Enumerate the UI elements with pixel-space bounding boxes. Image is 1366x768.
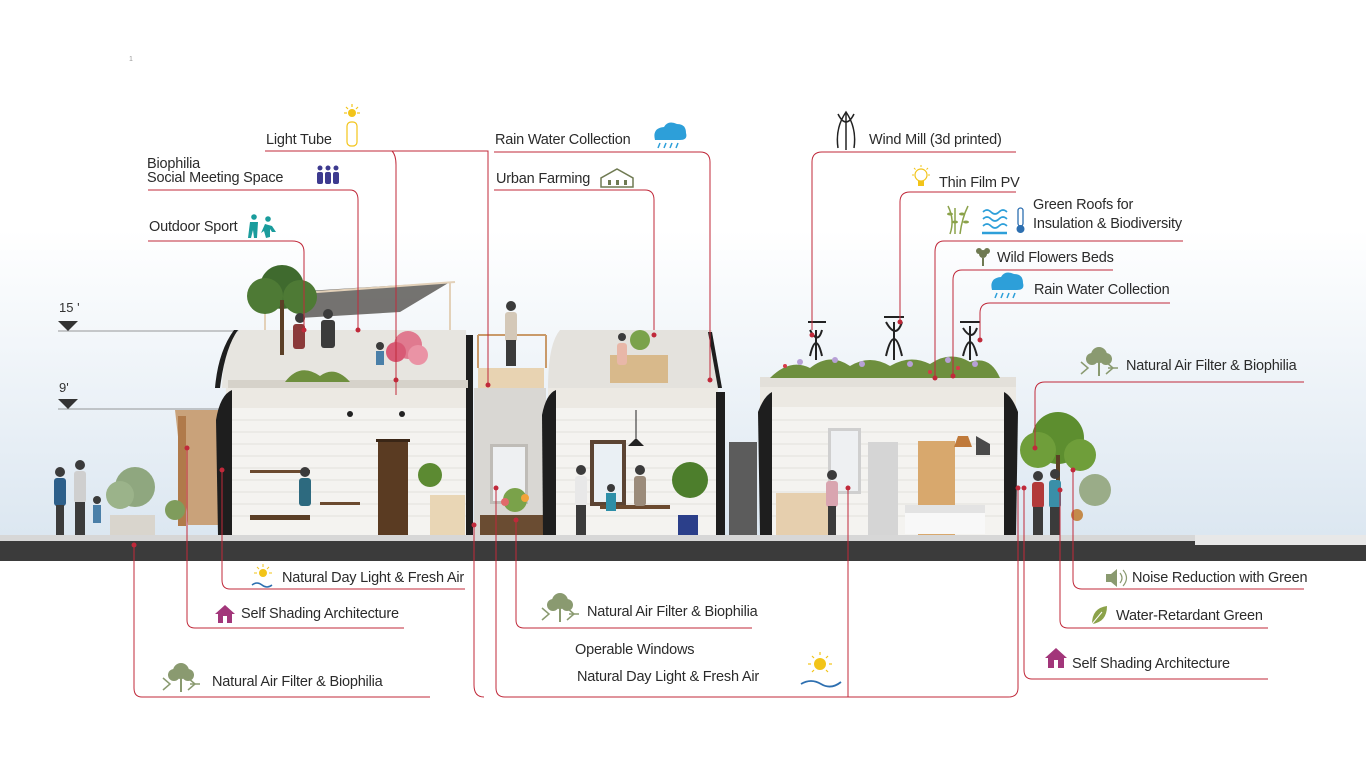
level-marker-15 (58, 321, 262, 332)
air-tree-icon-right (1080, 347, 1118, 376)
leader-air-center (515, 520, 752, 629)
label-noise-reduction: Noise Reduction with Green (1132, 570, 1308, 586)
leader-wild-flowers (952, 269, 1113, 378)
label-green-roofs-1: Green Roofs for (1033, 197, 1134, 213)
label-self-shading-right: Self Shading Architecture (1072, 656, 1230, 672)
leader-outdoor-sport (148, 240, 305, 330)
rain-cloud-icon-right (991, 272, 1024, 299)
rain-cloud-icon-top (654, 122, 687, 149)
page-marker: 1 (129, 56, 133, 63)
label-operable-windows: Operable Windows (575, 642, 695, 658)
label-water-retardant: Water-Retardant Green (1116, 608, 1263, 624)
label-self-shading-left: Self Shading Architecture (241, 606, 399, 622)
leader-shading-left (186, 448, 404, 629)
leader-end-dots (131, 319, 1076, 548)
sport-icon (248, 214, 276, 238)
leader-daylight-center (495, 488, 1019, 698)
leader-rain-top (494, 151, 711, 380)
leader-urban-farming (494, 189, 655, 330)
label-thin-film-pv: Thin Film PV (939, 175, 1020, 191)
heat-waves-icon (982, 209, 1008, 235)
leader-operable-left (473, 525, 485, 698)
greenhouse-icon (600, 168, 634, 188)
leader-daylight-left (221, 470, 465, 590)
label-light-tube: Light Tube (266, 132, 332, 148)
label-rain-water-top: Rain Water Collection (495, 132, 631, 148)
people (54, 301, 1083, 535)
sun-wave-icon-center (800, 652, 842, 688)
air-tree-icon-left (162, 663, 200, 692)
wind-mills (808, 316, 980, 360)
building-right (758, 377, 1018, 535)
label-social-meeting: Social Meeting Space (147, 170, 284, 186)
building-left (215, 330, 473, 535)
planter-plants (285, 330, 708, 535)
wind-mill-icon (836, 110, 856, 150)
leader-green-roofs (934, 240, 1183, 380)
label-outdoor-sport: Outdoor Sport (149, 219, 238, 235)
leader-air-left (133, 545, 430, 698)
bulb-icon (912, 165, 930, 186)
house-icon-right (1045, 648, 1067, 668)
wheat-icon (947, 205, 969, 235)
roof-garden-right (770, 356, 1000, 378)
label-air-filter-left: Natural Air Filter & Biophilia (212, 674, 383, 690)
label-wild-flowers: Wild Flowers Beds (997, 250, 1114, 266)
label-biophilia: Biophilia (147, 156, 201, 172)
sun-wave-icon-left (251, 564, 273, 588)
tree-street-left (106, 467, 185, 535)
pergola-canopy (175, 281, 456, 526)
leader-light-tube (265, 150, 489, 385)
label-urban-farming: Urban Farming (496, 171, 591, 187)
tree-roof-flowering (386, 331, 428, 365)
level-label-lower: 9' (59, 380, 69, 395)
sun-tube-icon (344, 104, 360, 147)
speaker-icon (1106, 569, 1128, 587)
thermometer-icon (1016, 207, 1025, 233)
level-marker-9 (58, 399, 222, 410)
house-icon-left (215, 605, 235, 623)
level-label-upper: 15 ' (59, 300, 80, 315)
leader-thin-film (899, 191, 1016, 320)
air-tree-icon-center (541, 593, 579, 622)
flower-icon (976, 248, 990, 266)
label-air-filter-center: Natural Air Filter & Biophilia (587, 604, 758, 620)
label-rain-water-right: Rain Water Collection (1034, 282, 1170, 298)
label-wind-mill: Wind Mill (3d printed) (869, 132, 1002, 148)
leader-rain-right (979, 302, 1170, 340)
leader-biophilia (148, 189, 359, 330)
leader-noise (1072, 470, 1304, 590)
label-air-filter-right: Natural Air Filter & Biophilia (1126, 358, 1297, 374)
leaf-icon (1091, 606, 1107, 625)
tree-street-right (1020, 412, 1111, 535)
leader-water-retardant (1059, 490, 1268, 629)
leader-light-tube-2 (391, 150, 397, 395)
party-wall (729, 442, 757, 535)
building-middle (542, 330, 725, 535)
label-green-roofs-2: Insulation & Biodiversity (1033, 216, 1182, 232)
label-daylight-center: Natural Day Light & Fresh Air (577, 669, 759, 685)
leader-wind-mill (811, 151, 1016, 330)
people-icon (317, 165, 339, 184)
leader-air-right (1034, 381, 1304, 448)
leader-shading-right (1023, 490, 1268, 680)
leader-lines (133, 150, 1304, 698)
label-daylight-left: Natural Day Light & Fresh Air (282, 570, 464, 586)
tree-roof-left (247, 265, 317, 355)
